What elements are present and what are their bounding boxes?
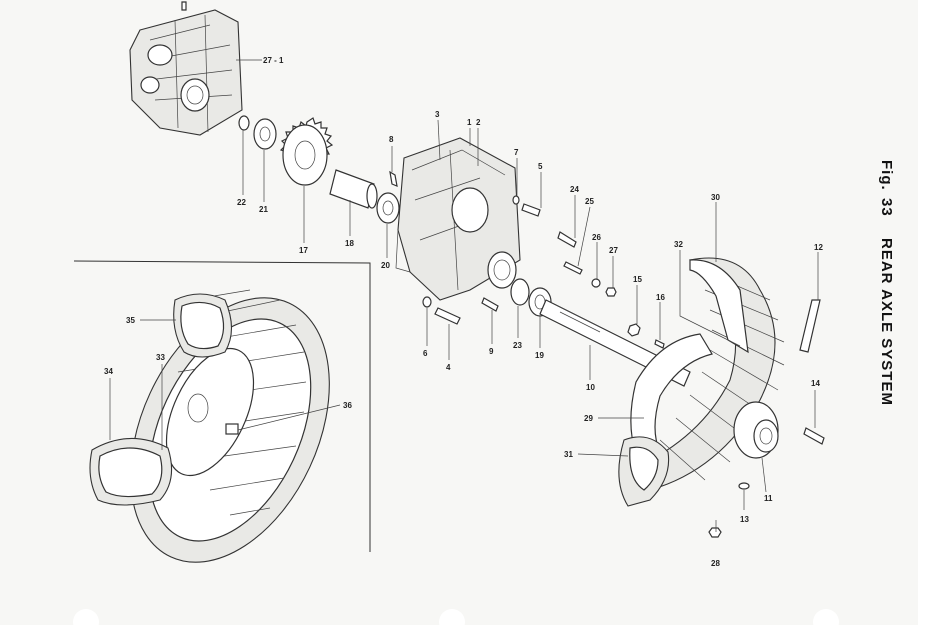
callout-24: 24 bbox=[570, 185, 579, 194]
punch-holes bbox=[73, 609, 839, 625]
callout-27: 27 bbox=[609, 246, 618, 255]
callout-35: 35 bbox=[126, 316, 135, 325]
callout-16: 16 bbox=[656, 293, 665, 302]
callout-19: 19 bbox=[535, 351, 544, 360]
callout-7: 7 bbox=[514, 148, 519, 157]
figure-number: 33 bbox=[878, 198, 895, 217]
callout-22: 22 bbox=[237, 198, 246, 207]
callout-4: 4 bbox=[446, 363, 451, 372]
callout-9: 9 bbox=[489, 347, 494, 356]
bolt-4 bbox=[434, 307, 461, 325]
gear-17 bbox=[279, 117, 334, 186]
callout-20: 20 bbox=[381, 261, 390, 270]
callout-15: 15 bbox=[633, 275, 642, 284]
stud-26 bbox=[563, 261, 583, 275]
callout-34: 34 bbox=[104, 367, 113, 376]
bolt-28 bbox=[708, 527, 722, 538]
bearing-21 bbox=[253, 118, 277, 150]
stud-24 bbox=[557, 231, 577, 248]
hub-11 bbox=[733, 401, 779, 459]
callout-27-1: 27 - 1 bbox=[263, 56, 284, 65]
rear-tyre-30 bbox=[629, 257, 785, 491]
sleeve-18 bbox=[329, 169, 375, 209]
callout-21: 21 bbox=[259, 205, 268, 214]
callout-26: 26 bbox=[592, 233, 601, 242]
inset-frame bbox=[73, 260, 371, 552]
bolt-5 bbox=[512, 195, 541, 217]
callout-labels: 27 - 1 22 21 17 18 20 8 3 1 2 7 5 24 25 … bbox=[104, 56, 823, 568]
key-16 bbox=[654, 339, 665, 349]
callout-31: 31 bbox=[564, 450, 573, 459]
figure-title-group: Fig. 33 REAR AXLE SYSTEM bbox=[878, 160, 895, 406]
bearing-20 bbox=[376, 192, 400, 224]
callout-32: 32 bbox=[674, 240, 683, 249]
circlip-22 bbox=[238, 115, 250, 131]
callout-33: 33 bbox=[156, 353, 165, 362]
axle-housing bbox=[395, 137, 521, 301]
bolt-9 bbox=[481, 297, 499, 312]
washer-26 bbox=[591, 278, 601, 288]
callout-14: 14 bbox=[811, 379, 820, 388]
callout-1: 1 bbox=[467, 118, 472, 127]
callout-28: 28 bbox=[711, 559, 720, 568]
pin-8 bbox=[389, 170, 398, 187]
pin-12 bbox=[799, 299, 821, 353]
valve-36 bbox=[225, 423, 239, 435]
callout-6: 6 bbox=[423, 349, 428, 358]
callout-10: 10 bbox=[586, 383, 595, 392]
callout-8: 8 bbox=[389, 135, 394, 144]
callout-30: 30 bbox=[711, 193, 720, 202]
callout-2: 2 bbox=[476, 118, 481, 127]
callout-29: 29 bbox=[584, 414, 593, 423]
callout-3: 3 bbox=[435, 110, 440, 119]
callout-12: 12 bbox=[814, 243, 823, 252]
nut-27 bbox=[605, 287, 617, 297]
seal-23 bbox=[510, 278, 530, 306]
callout-25: 25 bbox=[585, 197, 594, 206]
nut-15 bbox=[627, 323, 641, 337]
clip-13 bbox=[738, 482, 750, 490]
bolt-14 bbox=[803, 427, 825, 445]
transmission-housing bbox=[129, 1, 243, 136]
leader-lines bbox=[109, 59, 819, 532]
callout-18: 18 bbox=[345, 239, 354, 248]
callout-5: 5 bbox=[538, 162, 543, 171]
figure-title: REAR AXLE SYSTEM bbox=[878, 238, 895, 406]
callout-17: 17 bbox=[299, 246, 308, 255]
front-wheel-assembly bbox=[89, 289, 330, 563]
washer-6 bbox=[422, 296, 432, 308]
callout-13: 13 bbox=[740, 515, 749, 524]
tyre-section-31 bbox=[618, 436, 670, 507]
callout-36: 36 bbox=[343, 401, 352, 410]
callout-11: 11 bbox=[764, 494, 773, 503]
figure-label: Fig. bbox=[878, 160, 895, 191]
callout-23: 23 bbox=[513, 341, 522, 350]
